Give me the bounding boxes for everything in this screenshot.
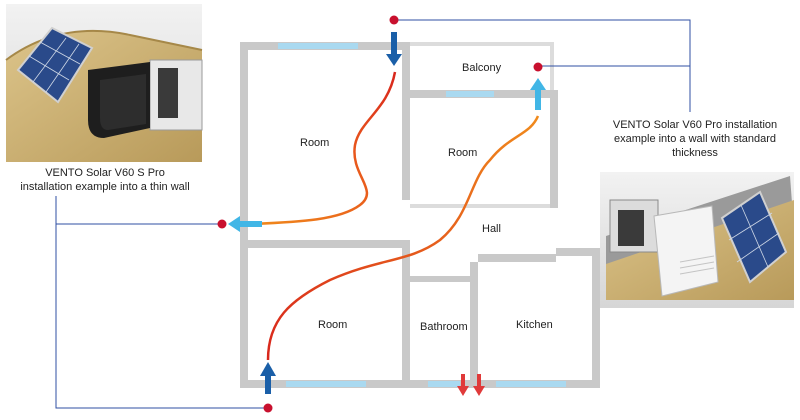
solar-panel-icon [16, 26, 94, 104]
marker-dot-bottom [263, 403, 273, 413]
room-label-bottom-left: Room [318, 319, 347, 331]
marker-dot-left [217, 219, 227, 229]
arrow-left-light-blue-icon [228, 216, 262, 232]
room-label-top-right: Room [448, 147, 477, 159]
caption-thin-wall-example: VENTO Solar V60 S Pro installation examp… [20, 167, 190, 193]
arrow-down-red-icon [457, 374, 485, 396]
room-label-hall: Hall [482, 223, 501, 235]
room-label-bathroom: Bathroom [420, 321, 468, 333]
windows [278, 43, 566, 387]
room-label-top-left: Room [300, 137, 329, 149]
floor-plan-walls [240, 42, 600, 388]
arrow-down-dark-blue-icon [386, 32, 402, 66]
leader-lines [55, 19, 691, 409]
room-label-kitchen: Kitchen [516, 319, 553, 331]
solar-panel-vento-thin-wall-illustration [5, 4, 203, 163]
arrow-up-light-blue-icon [530, 78, 546, 110]
marker-dots [217, 15, 543, 413]
caption-standard-wall-example: VENTO Solar V60 Pro installation example… [612, 119, 778, 159]
solar-panel-icon [720, 190, 788, 284]
solar-panel-vento-standard-wall-illustration [600, 172, 794, 308]
marker-dot-balcony [533, 62, 543, 72]
airflow-curve-main-diagonal [266, 115, 540, 361]
marker-dot-top [389, 15, 399, 25]
room-label-balcony: Balcony [462, 62, 502, 74]
arrow-up-dark-blue-icon [260, 362, 276, 394]
airflow-curve-top-left-room [251, 71, 397, 226]
